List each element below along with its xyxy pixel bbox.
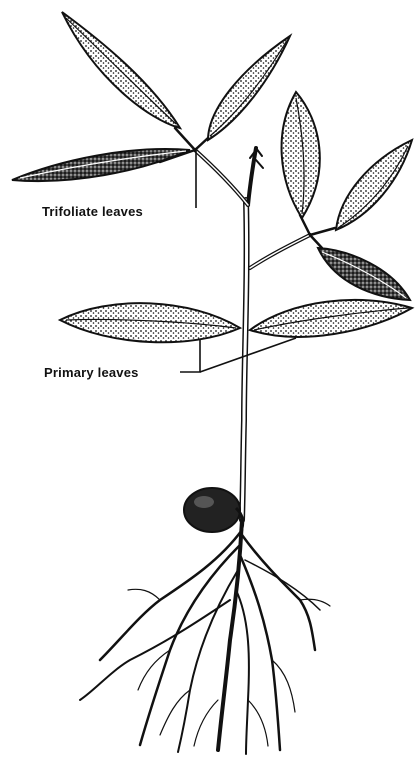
trifoliate-leaflet — [208, 36, 290, 140]
trifoliate-leaflet — [282, 92, 320, 218]
cotyledon-seed — [184, 488, 243, 532]
primary-leaves-label: Primary leaves — [44, 365, 139, 380]
root-system — [80, 520, 330, 754]
primary-leaf-left — [60, 303, 240, 342]
primary-leaves — [60, 300, 412, 342]
trifoliate-leaves-label: Trifoliate leaves — [42, 204, 143, 219]
trifoliate-leaves-upper — [12, 12, 290, 181]
primary-leaf-right — [250, 300, 412, 337]
trifoliate-leaflet — [336, 140, 412, 230]
trifoliate-leaves-right — [282, 92, 412, 300]
